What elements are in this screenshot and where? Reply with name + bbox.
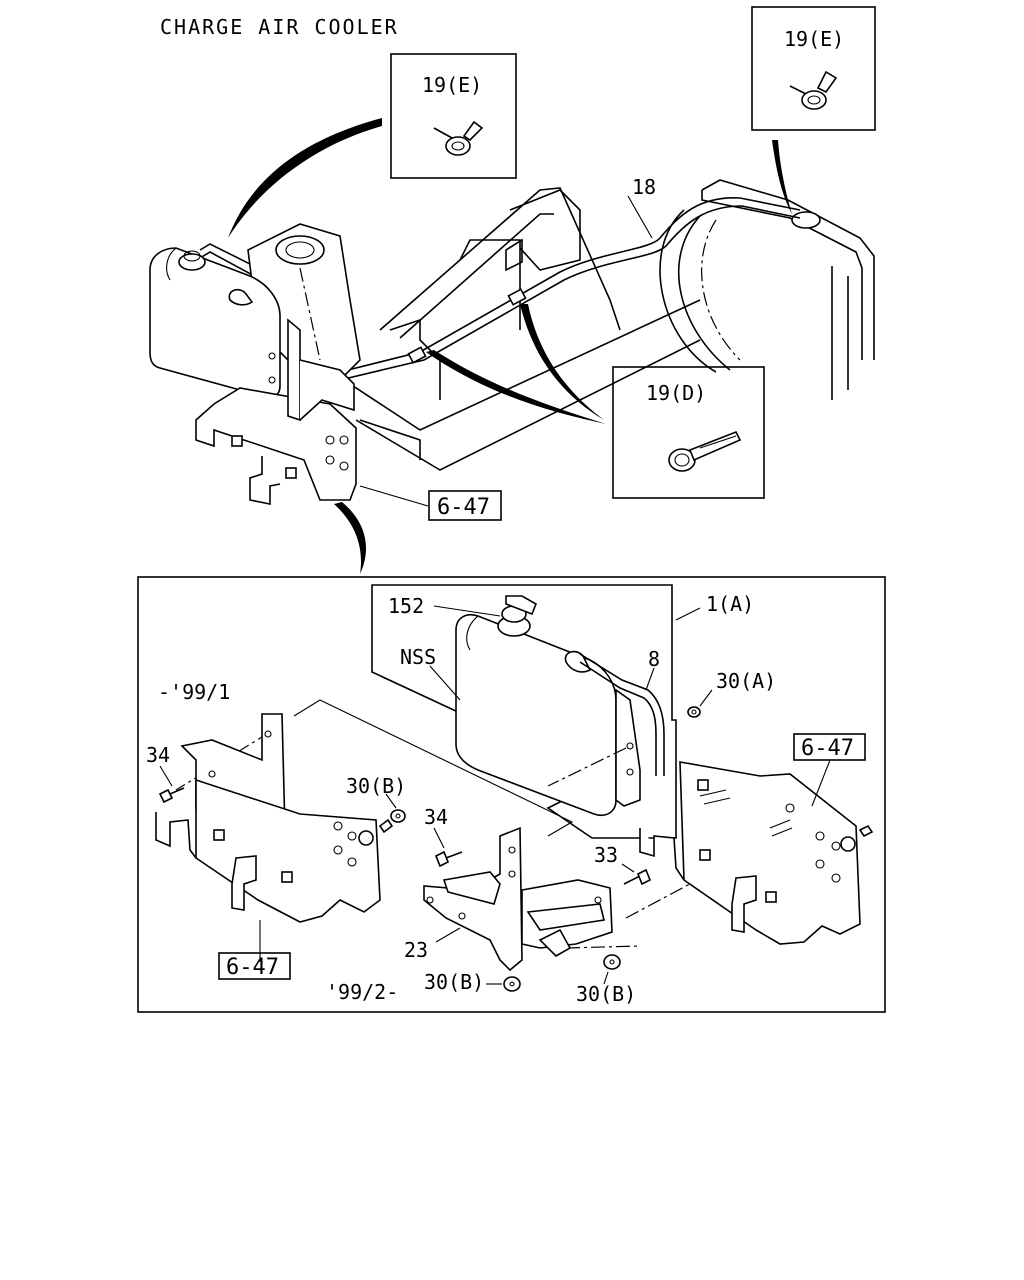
nut-30a-icon (687, 706, 701, 718)
bolt-34-left-label: 34 (146, 743, 170, 767)
hose-clamp-d-icon (668, 430, 742, 472)
detail-panel: 152 1(A) NSS 8 30(A) -'99/1 '99/2- (137, 576, 886, 1013)
ref-box (218, 952, 291, 980)
callout-19d: 19(D) (612, 366, 765, 499)
ref-label: 6-47 (801, 736, 854, 761)
nut-30a-label: 30(A) (716, 669, 776, 693)
cap-label: 152 (388, 594, 424, 618)
upper-assembly: 19(E) 19(E) 19(D) (149, 6, 876, 574)
callout-box (612, 366, 765, 499)
bracket-23-label: 23 (404, 938, 428, 962)
coolant-hose-18: 18 (339, 175, 801, 381)
detail-right-bracket: 6-47 (639, 733, 874, 945)
bolt-34-mid-label: 34 (424, 805, 448, 829)
reserve-tank (149, 247, 281, 399)
callout-19e-left: 19(E) (390, 53, 517, 179)
hose-label: 18 (632, 175, 656, 199)
hose-8-label: 8 (648, 647, 660, 671)
callout-box (390, 53, 517, 179)
nut-30b-bottom-left-label: 30(B) (424, 970, 484, 994)
callout-label: 19(E) (784, 27, 844, 51)
ref-box (793, 733, 866, 761)
detail-frame (137, 576, 886, 1013)
callout-box (751, 6, 876, 131)
leader-swoosh (772, 140, 792, 214)
detail-reserve-tank (455, 595, 665, 816)
diagram-title: CHARGE AIR COOLER (160, 15, 399, 39)
bolt-33-icon (623, 868, 652, 886)
bolt-34-mid-icon (434, 850, 463, 868)
nut-30b-icon (390, 809, 406, 823)
detail-left-bracket: 6-47 (155, 713, 394, 980)
bolt-33-label: 33 (594, 843, 618, 867)
tank-assembly-label: 1(A) (706, 592, 754, 616)
nut-30b-bottom-left-icon (503, 976, 521, 992)
ref-box (428, 490, 502, 521)
nut-30b-bottom-right-icon (603, 954, 621, 970)
detail-center-bracket-23: 23 (404, 826, 613, 972)
date-early-label: -'99/1 (158, 680, 230, 704)
tank-cap-icon (178, 253, 206, 271)
hose-clamp-icon (789, 70, 838, 110)
bolt-34-icon (158, 787, 185, 804)
leader-swoosh (426, 350, 606, 424)
ref-label: 6-47 (226, 955, 279, 980)
callout-19e-right: 19(E) (751, 6, 876, 131)
callout-label: 19(D) (646, 381, 706, 405)
leader-swoosh (334, 502, 366, 574)
nut-30b-bottom-right-label: 30(B) (576, 982, 636, 1006)
hose-clamp-icon (433, 120, 484, 156)
ref-label: 6-47 (437, 495, 490, 520)
leader-swoosh (520, 304, 604, 420)
chassis-frame (343, 187, 701, 471)
date-late-label: '99/2- (326, 980, 398, 1004)
nut-30b-top-label: 30(B) (346, 774, 406, 798)
leader-swoosh (228, 118, 382, 238)
nss-label: NSS (400, 645, 436, 669)
top-mounting-bracket: 6-47 (195, 318, 502, 521)
callout-label: 19(E) (422, 73, 482, 97)
